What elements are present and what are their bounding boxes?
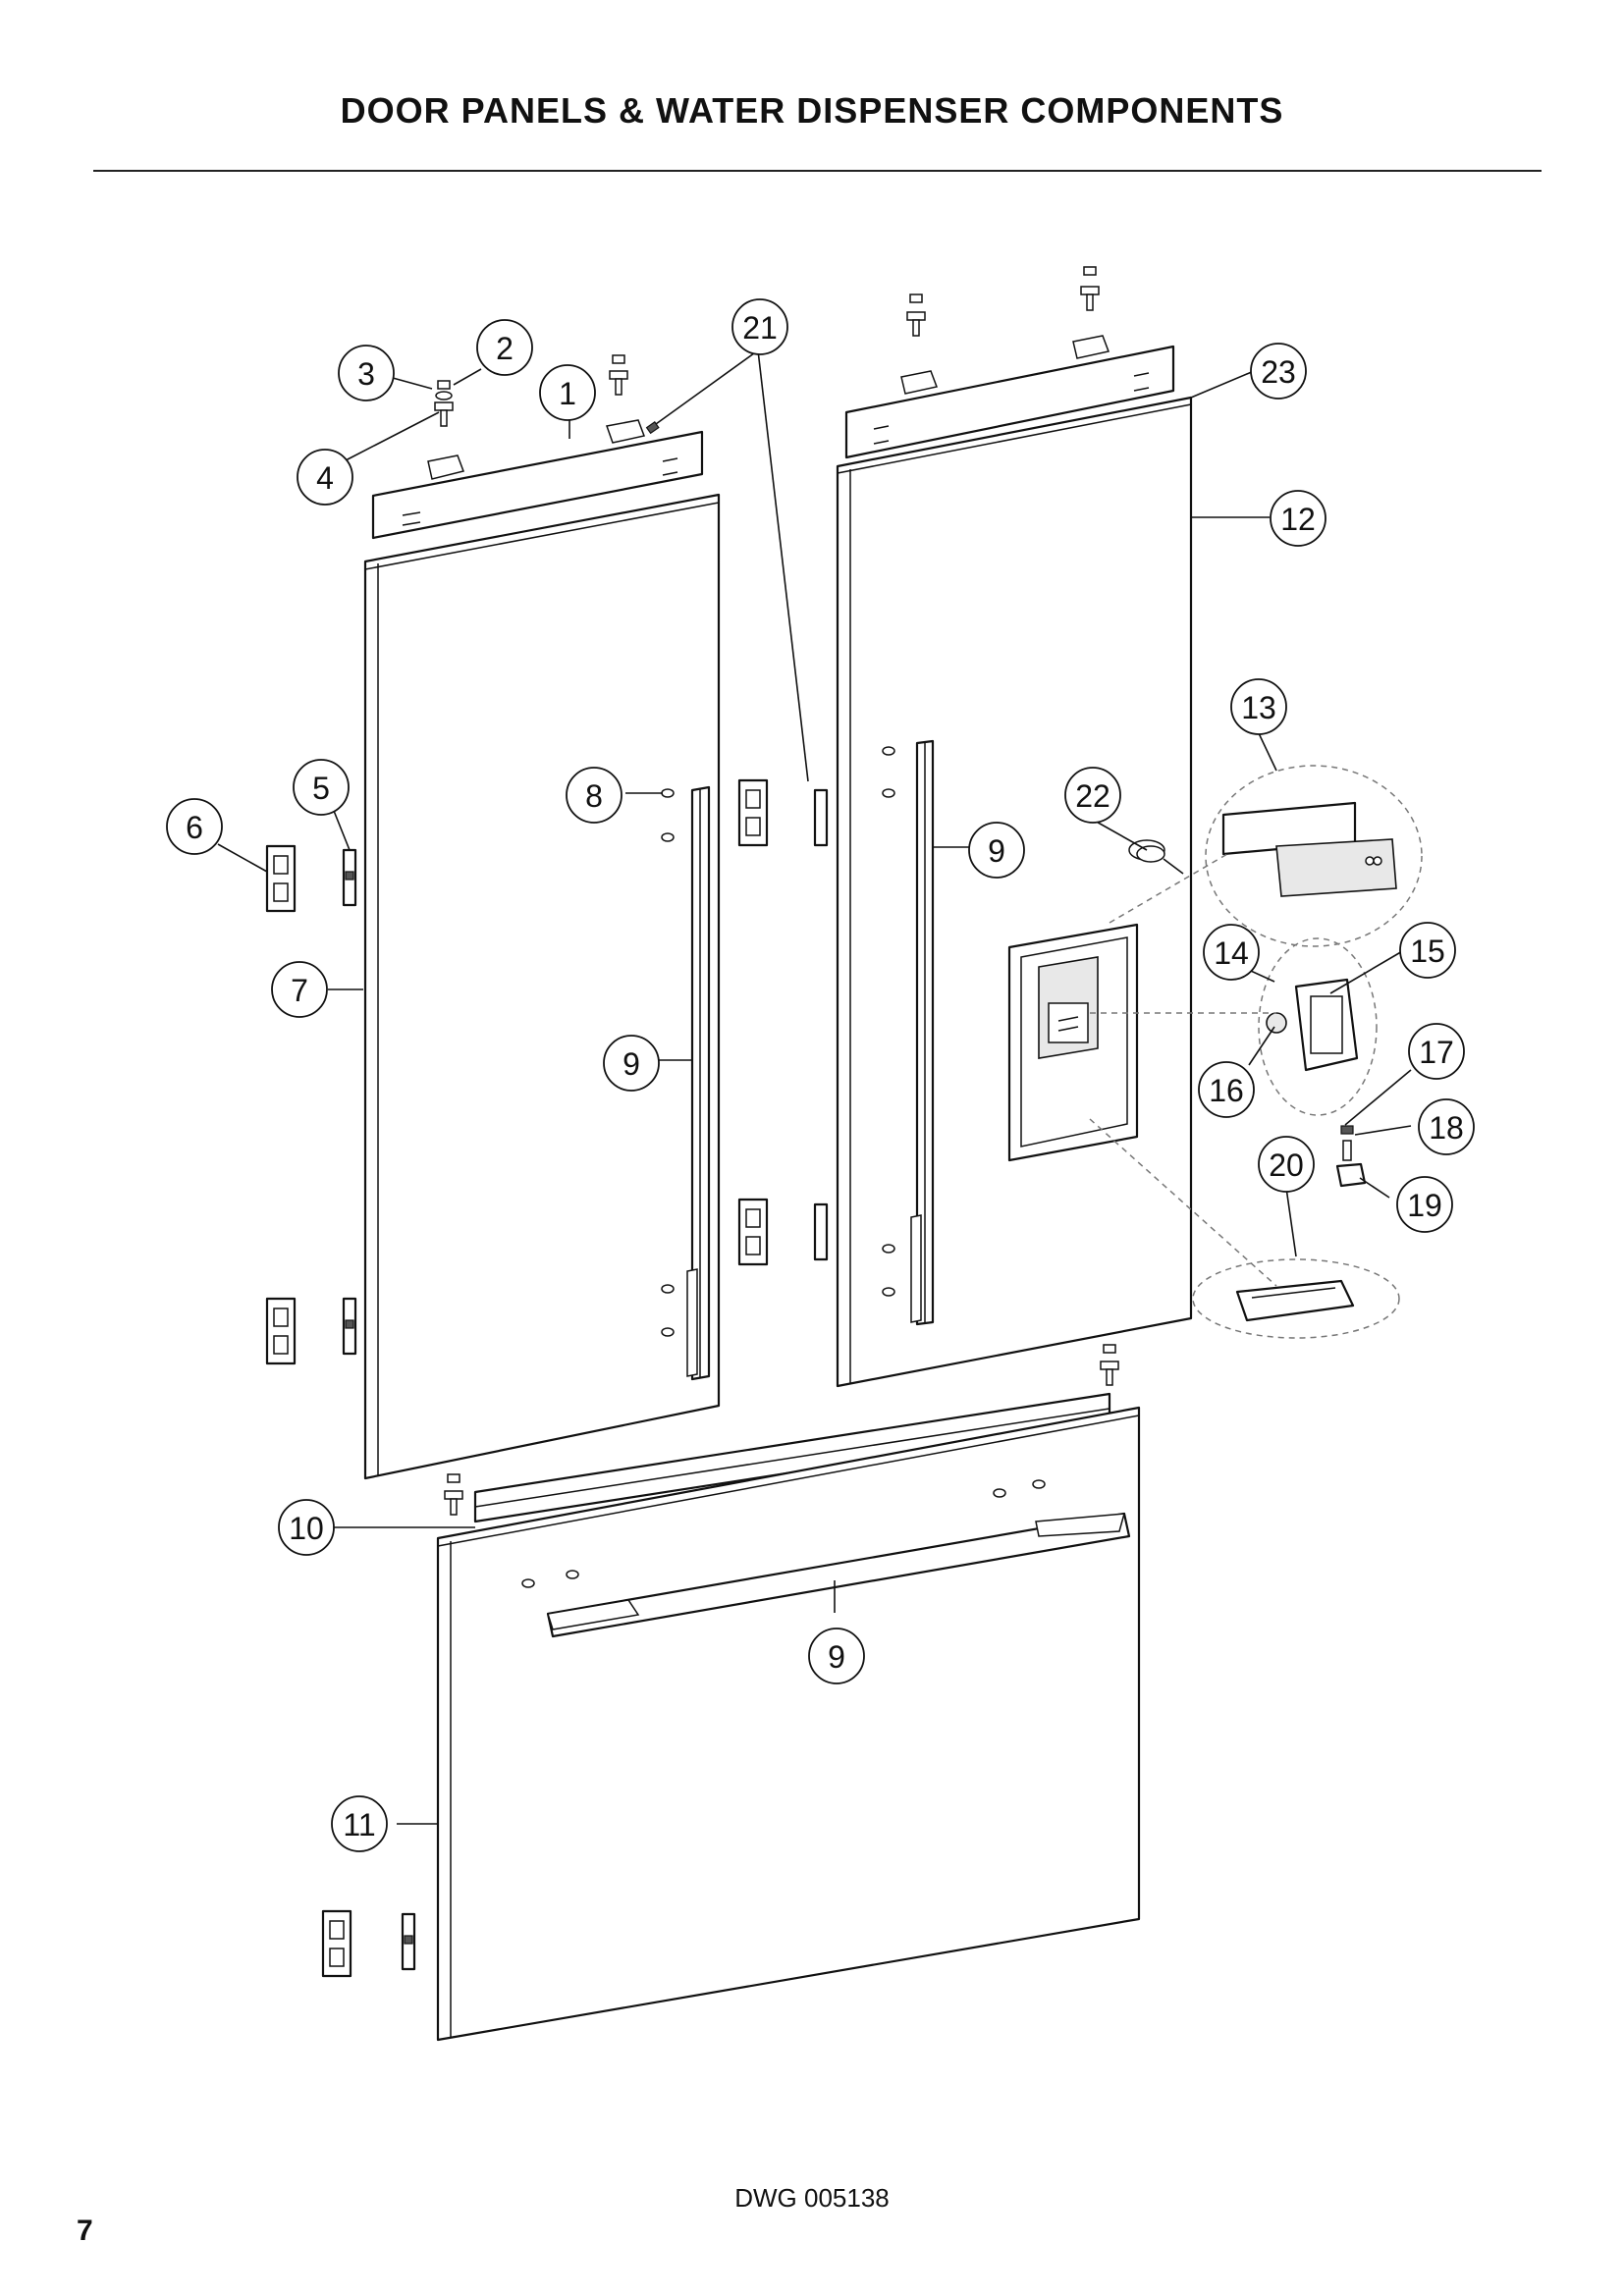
callout-label: 8 [585,778,603,814]
dispenser-spout-parts [1335,1125,1367,1188]
title-divider [93,170,1542,172]
drawer-handle [546,1512,1131,1638]
callout-label: 10 [289,1511,324,1546]
callout-label: 18 [1429,1110,1464,1146]
callout-8: 8 [566,767,623,824]
callout-16: 16 [1198,1061,1255,1118]
callout-label: 1 [559,376,576,411]
callout-label: 4 [316,460,334,496]
callout-label: 9 [828,1639,845,1675]
left-bracket-tab-2 [606,419,646,444]
left-screw-stack [434,380,454,427]
callout-label: 14 [1214,935,1249,971]
assembly-guide-lines [1089,853,1277,1287]
callout-label: 2 [496,331,514,366]
callout-label: 16 [1209,1073,1244,1108]
left-screw-stack-2 [609,354,628,396]
drip-tray-detail [1192,1258,1400,1339]
right-door-assembly [836,266,1193,1388]
dispenser-control-module-detail [1205,765,1423,947]
callout-6: 6 [166,798,223,855]
callout-label: 6 [186,810,203,845]
left-upper-hinge [265,844,357,913]
callout-17: 17 [1408,1023,1465,1080]
callout-label: 17 [1419,1035,1454,1070]
callout-label: 22 [1075,778,1110,814]
callout-label: 3 [357,356,375,392]
callout-label: 12 [1280,502,1316,537]
drawer-assembly [321,1344,1141,2042]
right-bracket-tab-2 [1072,335,1110,359]
left-door-top-bracket [371,430,704,540]
callout-9-drawer: 9 [808,1628,865,1684]
callout-22: 22 [1064,767,1121,824]
callout-label: 15 [1410,934,1445,969]
callout-9-left-door: 9 [603,1035,660,1092]
callout-label: 9 [988,833,1005,869]
left-lower-hinge [265,1297,357,1365]
drawer-bracket-screws [444,1344,1119,1516]
drawer-handle-screws [521,1479,1046,1588]
callout-label: 21 [742,310,778,346]
page-title: DOOR PANELS & WATER DISPENSER COMPONENTS [340,90,1284,131]
left-handle-foot [686,1268,698,1377]
callout-12: 12 [1270,490,1326,547]
callout-4: 4 [297,449,353,506]
callout-14: 14 [1203,924,1260,981]
page-number: 7 [77,2215,93,2247]
right-door-panel [836,396,1193,1388]
drawing-number: DWG 005138 [734,2183,890,2213]
callout-label: 23 [1261,354,1296,390]
callout-20: 20 [1258,1136,1315,1193]
left-door-panel [363,493,721,1480]
right-door-top-bracket [844,345,1175,459]
callout-1: 1 [539,364,596,421]
callout-2: 2 [476,319,533,376]
callout-19: 19 [1396,1176,1453,1233]
callout-label: 5 [312,771,330,806]
callout-21: 21 [731,298,788,355]
right-screw-stack [906,266,1100,337]
dispenser-housing [1007,923,1139,1162]
right-handle-screws [882,746,895,1297]
callout-label: 7 [291,973,308,1008]
callout-9-right-door: 9 [968,822,1025,879]
callout-11: 11 [331,1795,388,1852]
callout-7: 7 [271,961,328,1018]
callout-15: 15 [1399,922,1456,979]
callout-10: 10 [278,1499,335,1556]
callout-13: 13 [1230,678,1287,735]
leader-lines [217,349,1412,1825]
callout-label: 13 [1241,690,1276,725]
left-bracket-tab-1 [427,454,464,480]
left-door-assembly [265,354,721,1480]
callout-label: 11 [343,1807,375,1842]
callout-label: 9 [623,1046,640,1082]
callout-3: 3 [338,345,395,401]
callout-5: 5 [293,759,350,816]
dispenser-paddle-detail [1258,937,1378,1116]
callout-23: 23 [1250,343,1307,400]
center-hinges [737,778,829,1266]
right-bracket-tab-1 [900,370,939,395]
drawer-hinges [321,1909,416,1978]
callout-label: 20 [1269,1148,1304,1183]
callout-18: 18 [1418,1098,1475,1155]
right-handle-foot [910,1214,922,1323]
small-screw-21 [645,421,660,435]
callout-label: 19 [1407,1188,1442,1223]
